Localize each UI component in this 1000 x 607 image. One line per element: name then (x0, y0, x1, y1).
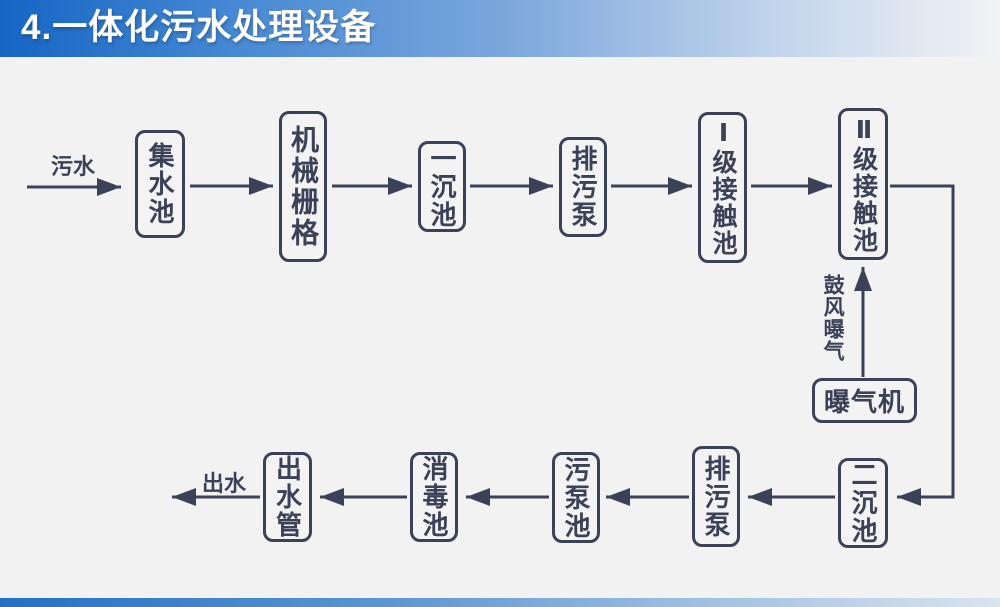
slide-title: 4.一体化污水处理设备 (21, 8, 377, 47)
title-bar: 4.一体化污水处理设备 (0, 0, 1000, 57)
node-label: 出水管 (272, 455, 303, 539)
node-label: 曝气机 (823, 387, 905, 417)
node-label: 一沉池 (427, 144, 457, 229)
node-label: Ⅱ级接触池 (849, 114, 878, 254)
node-outlet-pipe: 出水管 (263, 452, 312, 542)
node-label: 机械栅格 (288, 124, 319, 249)
node-sewage-pump-bottom: 排污泵 (692, 446, 740, 547)
node-stage2-contact-tank: Ⅱ级接触池 (838, 108, 888, 260)
outflow-label: 出水 (201, 471, 246, 496)
node-primary-sedimentation-tank: 一沉池 (418, 141, 466, 232)
node-label: Ⅰ级接触池 (709, 118, 737, 257)
node-label: 集水池 (145, 142, 175, 226)
node-label: 排污泵 (568, 145, 598, 229)
node-collecting-tank: 集水池 (135, 130, 185, 238)
node-label: 污泵池 (561, 455, 591, 540)
node-aerator: 曝气机 (812, 378, 917, 423)
node-sludge-pump-tank: 污泵池 (552, 452, 600, 543)
footer-bar (0, 598, 1000, 607)
node-sewage-pump-top: 排污泵 (559, 137, 607, 237)
node-label: 消毒池 (419, 455, 449, 539)
aeration-label: 鼓风曝气 (821, 274, 845, 362)
node-mechanical-grid: 机械栅格 (279, 111, 327, 262)
node-stage1-contact-tank: Ⅰ级接触池 (698, 112, 747, 263)
node-disinfection-tank: 消毒池 (410, 452, 458, 542)
node-label: 二沉池 (848, 461, 878, 545)
inflow-label: 污水 (50, 154, 95, 179)
node-secondary-sedimentation-tank: 二沉池 (838, 458, 888, 548)
node-label: 排污泵 (701, 454, 731, 539)
arrow-stage2-to-secondary (890, 184, 955, 506)
